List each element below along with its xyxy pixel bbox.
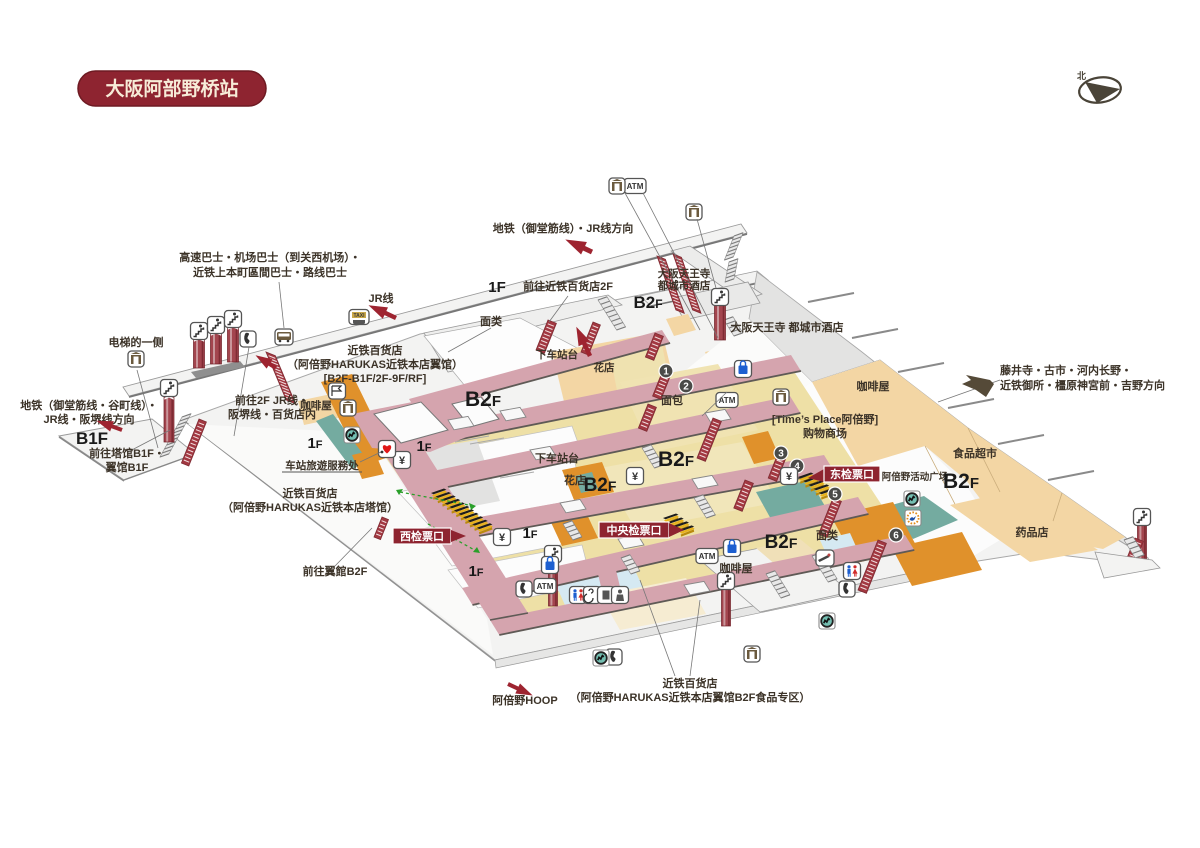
svg-text:大阪天王寺 都城市酒店: 大阪天王寺 都城市酒店 xyxy=(730,320,843,334)
svg-text:3: 3 xyxy=(778,449,784,460)
svg-text:咖啡屋: 咖啡屋 xyxy=(857,379,890,393)
svg-text:ATM: ATM xyxy=(719,396,736,405)
svg-text:东检票口: 东检票口 xyxy=(830,467,874,481)
svg-text:TAXI: TAXI xyxy=(353,313,365,319)
svg-text:1: 1 xyxy=(663,367,669,378)
svg-text:4: 4 xyxy=(794,462,800,473)
svg-text:¥: ¥ xyxy=(499,532,506,544)
svg-text:高速巴士・机场巴士（到关西机场）・: 高速巴士・机场巴士（到关西机场）・ xyxy=(179,250,361,264)
svg-text:阿倍野HOOP: 阿倍野HOOP xyxy=(492,693,557,707)
svg-text:面类: 面类 xyxy=(816,528,839,542)
svg-text:翼馆B1F: 翼馆B1F xyxy=(105,460,149,474)
svg-text:咖啡屋: 咖啡屋 xyxy=(300,399,332,412)
svg-text:花店: 花店 xyxy=(594,361,615,374)
svg-text:（阿倍野HARUKAS近铁本店塔馆）: （阿倍野HARUKAS近铁本店塔馆） xyxy=(222,500,398,514)
svg-text:近铁百货店: 近铁百货店 xyxy=(348,343,403,357)
svg-text:大阪天王寺: 大阪天王寺 xyxy=(658,267,711,280)
svg-text:近铁百货店: 近铁百货店 xyxy=(663,676,718,690)
svg-text:[Time’s Place阿倍野]: [Time’s Place阿倍野] xyxy=(772,412,879,426)
svg-text:前往翼館B2F: 前往翼館B2F xyxy=(303,564,368,578)
svg-text:都城市酒店: 都城市酒店 xyxy=(657,279,711,292)
svg-text:北: 北 xyxy=(1077,70,1086,81)
svg-text:B2F: B2F xyxy=(658,448,694,471)
svg-text:B2F: B2F xyxy=(465,388,501,411)
svg-text:花店: 花店 xyxy=(564,473,586,487)
svg-text:食品超市: 食品超市 xyxy=(953,446,997,460)
svg-text:ATM: ATM xyxy=(627,182,644,191)
svg-text:面包: 面包 xyxy=(661,393,683,407)
svg-text:JR线・阪堺线方向: JR线・阪堺线方向 xyxy=(43,412,134,426)
svg-text:[B2F-B1F/2F-9F/RF]: [B2F-B1F/2F-9F/RF] xyxy=(324,373,427,385)
svg-text:¥: ¥ xyxy=(786,471,793,483)
svg-text:咖啡屋: 咖啡屋 xyxy=(720,561,753,575)
svg-text:地铁（御堂筋线・谷町线）・: 地铁（御堂筋线・谷町线）・ xyxy=(20,398,158,412)
svg-text:¥: ¥ xyxy=(399,455,406,467)
svg-text:（阿倍野HARUKAS近铁本店翼馆）: （阿倍野HARUKAS近铁本店翼馆） xyxy=(287,357,463,371)
svg-text:¥: ¥ xyxy=(632,471,639,483)
svg-text:B1F: B1F xyxy=(76,429,108,448)
svg-text:阿倍野活动广场: 阿倍野活动广场 xyxy=(882,471,949,483)
svg-text:前往2F JR线・: 前往2F JR线・ xyxy=(235,393,309,407)
svg-text:电梯的一侧: 电梯的一侧 xyxy=(109,335,164,349)
svg-text:1F: 1F xyxy=(488,279,506,296)
svg-text:近铁上本町區間巴士・路线巴士: 近铁上本町區間巴士・路线巴士 xyxy=(193,265,347,279)
svg-text:1F: 1F xyxy=(416,438,431,455)
svg-text:（阿倍野HARUKAS近铁本店翼馆B2F食品专区）: （阿倍野HARUKAS近铁本店翼馆B2F食品专区） xyxy=(570,690,811,704)
svg-text:购物商场: 购物商场 xyxy=(803,426,847,440)
svg-text:B2F: B2F xyxy=(765,532,798,553)
svg-text:6: 6 xyxy=(893,531,899,542)
svg-text:B2F: B2F xyxy=(633,293,662,312)
svg-text:下车站台: 下车站台 xyxy=(536,348,578,361)
svg-text:ATM: ATM xyxy=(537,582,554,591)
svg-text:前往近铁百货店2F: 前往近铁百货店2F xyxy=(523,279,613,293)
svg-text:阪堺线・百货店内: 阪堺线・百货店内 xyxy=(228,407,316,421)
svg-text:前往塔馆B1F・: 前往塔馆B1F・ xyxy=(89,446,165,460)
svg-text:下车站台: 下车站台 xyxy=(535,451,579,465)
svg-text:地铁（御堂筋线）・JR线方向: 地铁（御堂筋线）・JR线方向 xyxy=(493,221,634,235)
svg-text:中央检票口: 中央检票口 xyxy=(607,523,662,537)
svg-text:近铁百货店: 近铁百货店 xyxy=(283,486,338,500)
svg-text:1F: 1F xyxy=(468,563,483,580)
svg-text:B2F: B2F xyxy=(584,475,617,496)
svg-text:西检票口: 西检票口 xyxy=(400,529,444,543)
svg-text:2: 2 xyxy=(683,382,689,393)
svg-text:藤井寺・古市・河内长野・: 藤井寺・古市・河内长野・ xyxy=(1000,363,1132,377)
svg-text:面类: 面类 xyxy=(480,314,503,328)
svg-text:药品店: 药品店 xyxy=(1016,525,1049,539)
svg-text:大阪阿部野桥站: 大阪阿部野桥站 xyxy=(105,77,238,100)
svg-text:JR线: JR线 xyxy=(368,291,393,305)
svg-text:ATM: ATM xyxy=(699,552,716,561)
svg-text:1F: 1F xyxy=(307,435,322,452)
svg-text:5: 5 xyxy=(832,490,838,501)
svg-text:1F: 1F xyxy=(522,525,537,542)
svg-text:B2F: B2F xyxy=(943,470,979,493)
svg-text:近铁御所・橿原神宮前・吉野方向: 近铁御所・橿原神宮前・吉野方向 xyxy=(1000,378,1165,392)
svg-text:车站旅遊服務处: 车站旅遊服務处 xyxy=(285,459,359,472)
